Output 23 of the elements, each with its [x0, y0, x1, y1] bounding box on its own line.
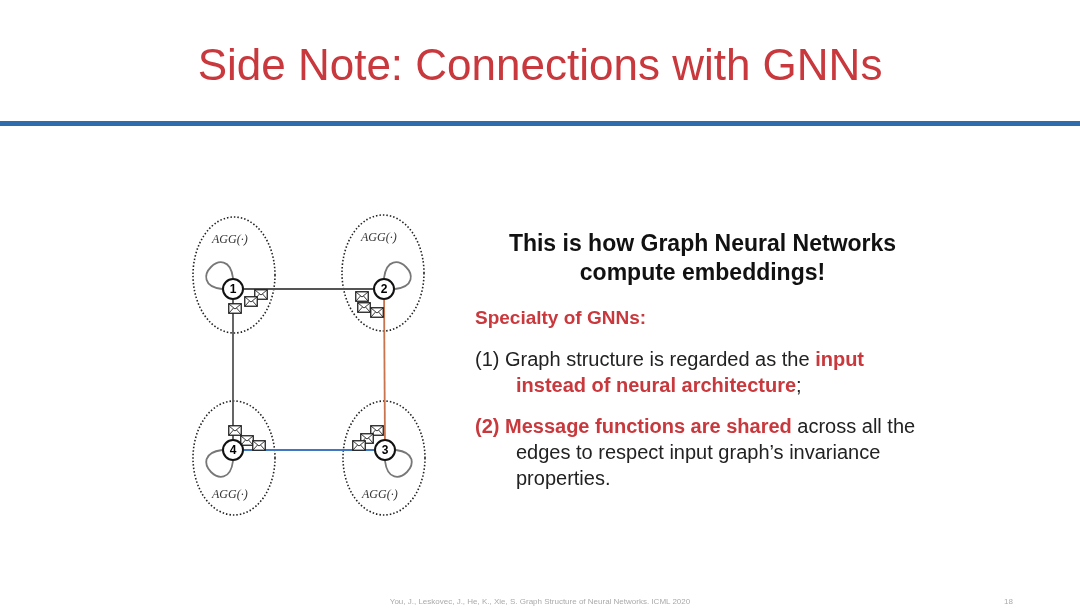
graph-node-circle: 2	[373, 278, 395, 300]
self-loop	[383, 261, 412, 290]
list-item: (1) Graph structure is regarded as the input instead of neural architecture;	[475, 347, 866, 398]
edge-line	[383, 299, 386, 440]
edge-line	[243, 449, 375, 451]
edge-line	[232, 299, 234, 440]
self-loop	[205, 449, 234, 478]
aggregation-label: AGG(·)	[212, 232, 248, 247]
citation: You, J., Leskovec, J., He, K., Xie, S. Graph Structure of Neural Networks. ICML 2020	[388, 597, 692, 606]
page-number: 18	[1004, 597, 1013, 606]
slide-title: Side Note: Connections with GNNs	[196, 40, 884, 90]
aggregation-label: AGG(·)	[362, 487, 398, 502]
graph-node-circle: 4	[222, 439, 244, 461]
self-loop	[384, 449, 413, 478]
edge-line	[243, 288, 374, 290]
list-item: (2) Message functions are shared across all the edges to respect input graph’s invariance properties.	[475, 414, 917, 491]
aggregation-label: AGG(·)	[212, 487, 248, 502]
self-loop	[205, 261, 234, 290]
heading: This is how Graph Neural Networks compute embeddings!	[507, 229, 898, 287]
graph-node-circle: 3	[374, 439, 396, 461]
subheading: Specialty of GNNs:	[475, 307, 647, 329]
graph-node-circle: 1	[222, 278, 244, 300]
aggregation-label: AGG(·)	[361, 230, 397, 245]
